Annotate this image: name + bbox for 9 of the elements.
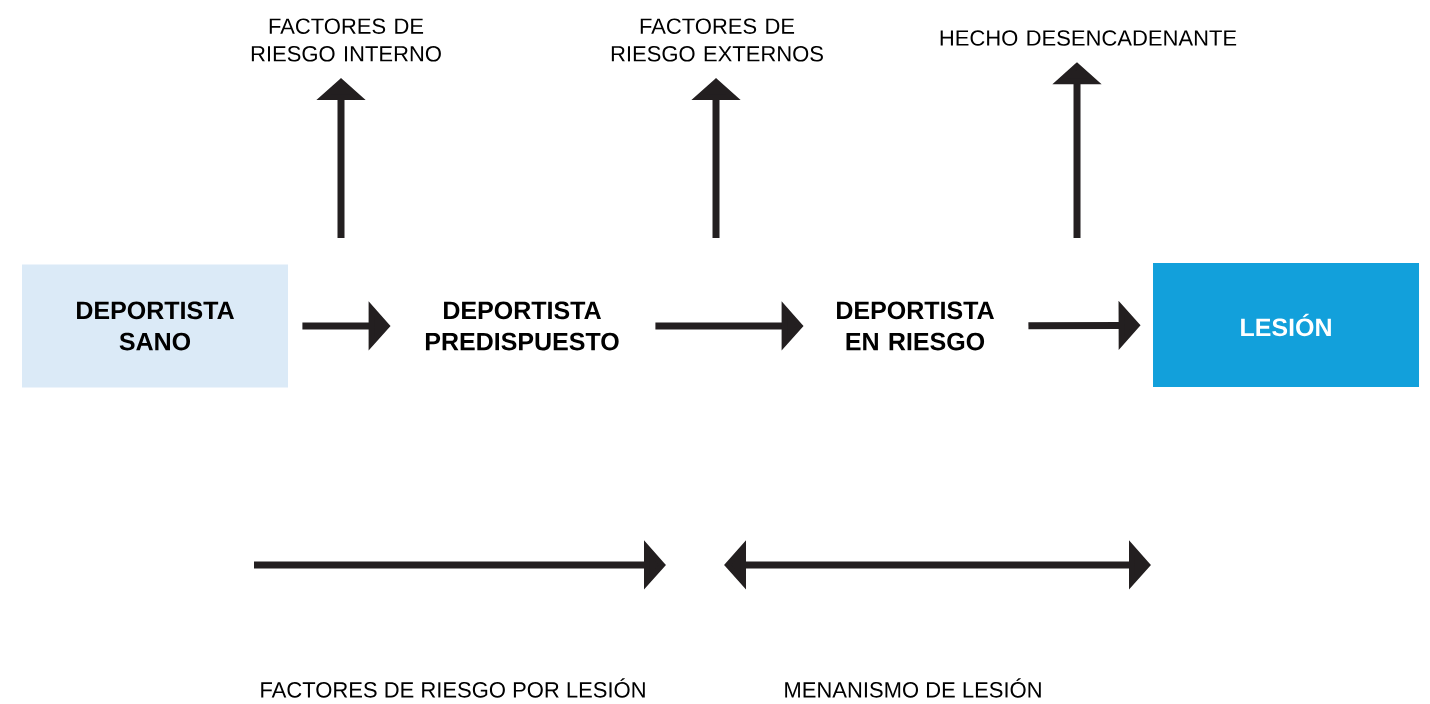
stage-text: DEPORTISTA PREDISPUESTO xyxy=(425,301,619,351)
factor-text: FACTORES DE RIESGO INTERNO xyxy=(251,18,441,62)
factor-text: HECHO DESENCADENANTE xyxy=(940,30,1237,46)
span-label: MENANISMO DE LESIÓN xyxy=(785,678,1041,698)
span-label: FACTORES DE RIESGO POR LESIÓN xyxy=(261,678,645,698)
process-box: DEPORTISTA SANO xyxy=(22,264,288,388)
stage-text: DEPORTISTA EN RIESGO xyxy=(837,301,994,351)
factor-text: FACTORES DE RIESGO EXTERNOS xyxy=(611,18,823,62)
process-box: LESIÓN xyxy=(1153,263,1419,387)
